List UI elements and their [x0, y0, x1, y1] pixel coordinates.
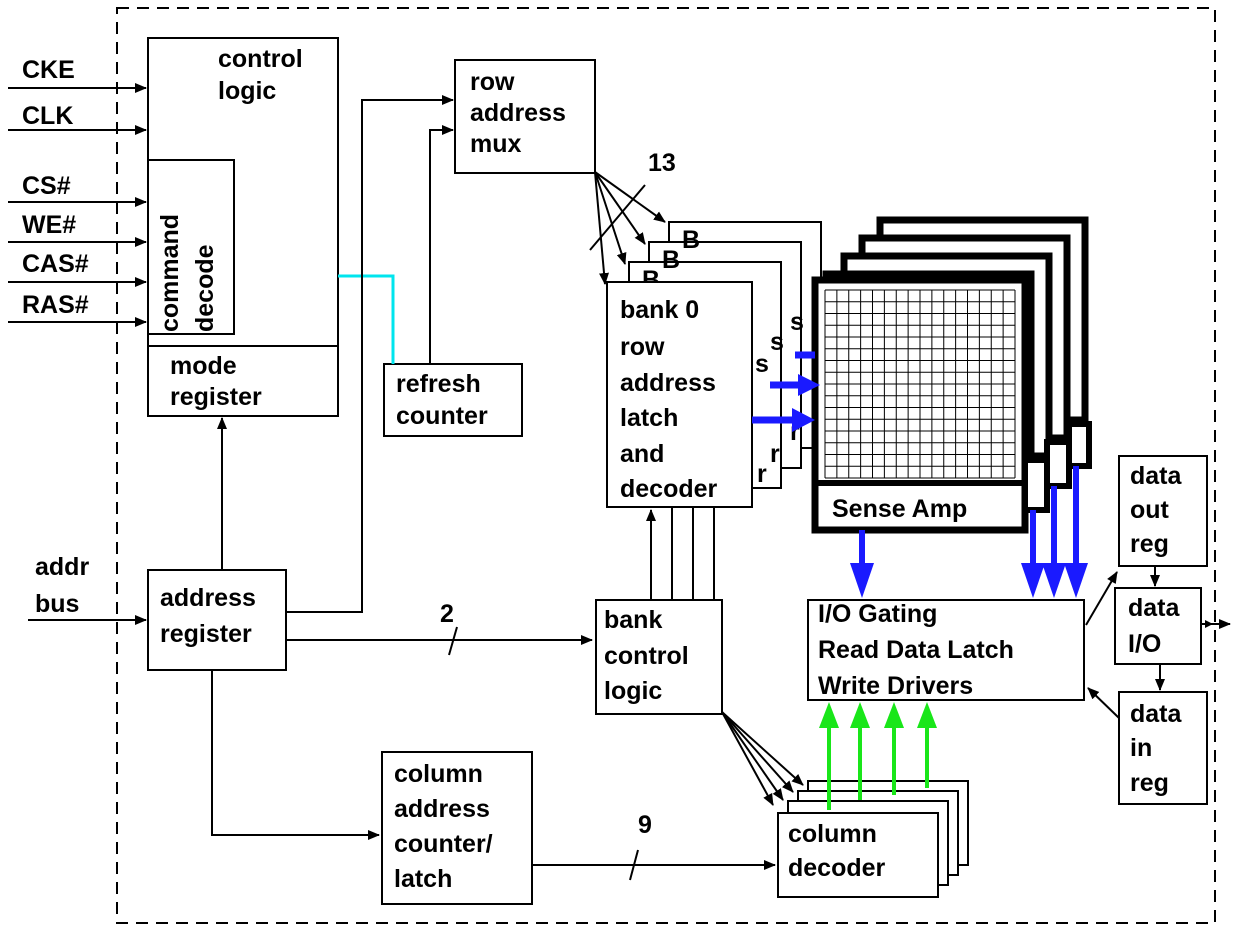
svg-text:s: s [770, 328, 784, 356]
array-to-io-arrows [850, 466, 1088, 598]
column-decoder-stack: column decoder [777, 780, 969, 898]
data-in-reg-label: data in reg [1130, 700, 1188, 797]
cs-label: CS# [22, 172, 71, 200]
command-decode-label: command decode [156, 207, 219, 332]
we-label: WE# [22, 211, 76, 239]
refresh-control-wire [338, 274, 395, 364]
mode-register-label: mode register [170, 352, 262, 411]
data-out-reg-block: data out reg [1118, 455, 1208, 567]
io-gating-label: I/O Gating Read Data Latch Write Drivers [818, 600, 1021, 700]
addr-to-column-counter-wire [211, 670, 380, 840]
column-address-counter-label: column address counter/ latch [394, 760, 500, 893]
cke-label: CKE [22, 56, 75, 84]
svg-text:r: r [757, 460, 767, 488]
sense-amp-label: Sense Amp [832, 495, 967, 523]
refresh-counter-block: refresh counter [383, 363, 523, 437]
memory-cell-grid [824, 289, 1016, 479]
bank-bus-width: 2 [440, 600, 454, 628]
svg-text:B: B [682, 226, 700, 254]
data-in-to-io-wire [1087, 687, 1120, 719]
chip-boundary [116, 7, 1216, 924]
data-io-block: data I/O [1114, 587, 1202, 665]
column-bus-width: 9 [638, 811, 652, 839]
row-address-fanout: 13 [589, 149, 676, 285]
control-logic-label: control logic [218, 45, 310, 105]
cas-label: CAS# [22, 250, 89, 278]
io-to-data-out-wire [1085, 571, 1118, 626]
refresh-counter-label: refresh counter [396, 370, 488, 430]
clk-label: CLK [22, 102, 73, 130]
svg-text:s: s [790, 308, 804, 336]
io-gating-block: I/O Gating Read Data Latch Write Drivers [807, 599, 1085, 701]
row-latch-stack: B B B s s s r r r bank 0 row address lat… [606, 221, 822, 508]
data-out-reg-label: data out reg [1130, 462, 1188, 558]
ras-label: RAS# [22, 291, 89, 319]
row-address-mux-label: row address mux [470, 68, 573, 158]
svg-text:s: s [755, 350, 769, 378]
data-in-reg-block: data in reg [1118, 691, 1208, 805]
address-register-block: address register [147, 569, 287, 671]
svg-text:B: B [662, 246, 680, 274]
svg-text:r: r [770, 440, 780, 468]
bank0-row-latch-label: bank 0 row address latch and decoder [620, 296, 723, 503]
data-io-label: data I/O [1128, 594, 1186, 658]
refresh-to-mux-wire [429, 125, 454, 364]
addr-bus-label: addr bus [35, 553, 96, 618]
bank-to-column-fanout [721, 711, 804, 806]
column-decoder-label: column decoder [788, 820, 886, 882]
column-to-io-arrows [819, 702, 937, 810]
addr-to-mux-wire [286, 95, 454, 613]
column-address-counter-block: column address counter/ latch [381, 751, 533, 905]
memory-array-stack: Sense Amp [811, 216, 1092, 534]
control-inputs: CKE CLK CS# WE# CAS# RAS# [8, 56, 147, 327]
row-to-array-arrows [752, 351, 820, 432]
row-bus-width: 13 [648, 149, 676, 177]
svg-text:r: r [790, 418, 800, 446]
bank-control-logic-label: bank control logic [604, 606, 696, 705]
row-address-mux-block: row address mux [454, 59, 596, 174]
control-logic-block: control logic [147, 37, 339, 417]
bank-select-lines [646, 507, 715, 600]
bank-control-logic-block: bank control logic [595, 599, 723, 715]
command-decode-block: command decode [147, 159, 235, 335]
address-register-label: address register [160, 584, 263, 648]
